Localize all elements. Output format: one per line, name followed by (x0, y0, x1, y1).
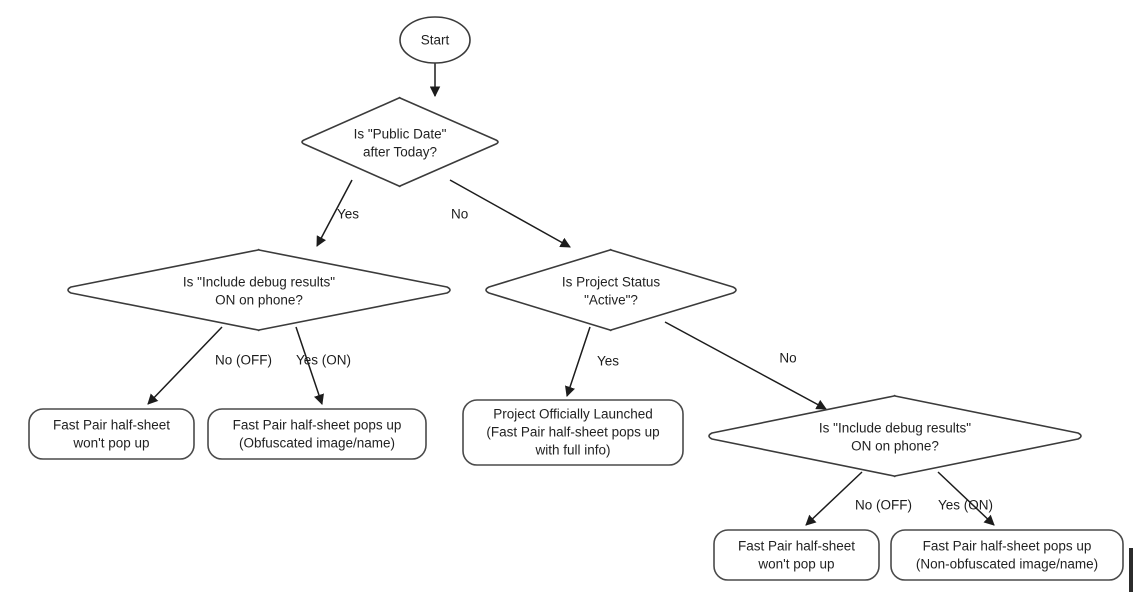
edge-label-no-project-status: No (779, 351, 796, 366)
terminal-officially-launched-line3: with full info) (534, 443, 610, 458)
decision-project-status-line1: Is Project Status (562, 275, 661, 290)
node-decision-debug-left[interactable]: Is "Include debug results" ON on phone? (67, 248, 451, 332)
node-decision-project-status[interactable]: Is Project Status "Active"? (485, 248, 737, 332)
start-ellipse-shape (399, 16, 471, 64)
terminal-obfuscated-shape (207, 408, 427, 460)
edge-debug-right-no-off (805, 471, 863, 526)
start-label: Start (421, 33, 450, 48)
edge-label-no-public-date: No (451, 207, 468, 222)
edge-project-status-no (664, 321, 827, 410)
decision-public-date-line1: Is "Public Date" (354, 127, 447, 142)
edge-label-no-off-right: No (OFF) (855, 498, 912, 513)
edges-layer (147, 63, 995, 526)
edge-debug-right-yes-on (937, 471, 995, 526)
terminal-non-obfuscated-line1: Fast Pair half-sheet pops up (923, 539, 1092, 554)
decision-debug-left-line2: ON on phone? (215, 293, 303, 308)
node-terminal-obfuscated[interactable]: Fast Pair half-sheet pops up (Obfuscated… (207, 408, 427, 460)
edge-label-yes-project-status: Yes (597, 354, 619, 369)
decision-public-date-shape (301, 96, 499, 188)
edge-public-date-yes (316, 179, 353, 247)
edge-label-yes-on-left: Yes (ON) (296, 353, 351, 368)
edge-label-yes-on-right: Yes (ON) (938, 498, 993, 513)
decision-debug-left-line1: Is "Include debug results" (183, 275, 335, 290)
decision-debug-right-shape (708, 394, 1082, 478)
edge-label-yes-public-date: Yes (337, 207, 359, 222)
node-terminal-non-obfuscated[interactable]: Fast Pair half-sheet pops up (Non-obfusc… (890, 529, 1124, 581)
terminal-wont-pop-up-left-shape (28, 408, 195, 460)
edge-debug-left-no-off (147, 326, 223, 405)
terminal-non-obfuscated-line2: (Non-obfuscated image/name) (916, 557, 1098, 572)
decision-public-date-line2: after Today? (363, 145, 437, 160)
terminal-obfuscated-line2: (Obfuscated image/name) (239, 436, 395, 451)
decision-project-status-shape (485, 248, 737, 332)
terminal-obfuscated-line1: Fast Pair half-sheet pops up (233, 418, 402, 433)
terminal-wont-pop-up-right-shape (713, 529, 880, 581)
terminal-wont-pop-up-right-line1: Fast Pair half-sheet (738, 539, 855, 554)
decision-debug-right-line2: ON on phone? (851, 439, 939, 454)
terminal-non-obfuscated-shape (890, 529, 1124, 581)
decision-project-status-line2: "Active"? (584, 293, 638, 308)
terminal-officially-launched-line1: Project Officially Launched (493, 407, 653, 422)
node-decision-debug-right[interactable]: Is "Include debug results" ON on phone? (708, 394, 1082, 478)
terminal-officially-launched-line2: (Fast Pair half-sheet pops up (486, 425, 659, 440)
node-terminal-wont-pop-up-right[interactable]: Fast Pair half-sheet won't pop up (713, 529, 880, 581)
node-decision-public-date[interactable]: Is "Public Date" after Today? (301, 96, 499, 188)
terminal-wont-pop-up-left-line2: won't pop up (72, 436, 149, 451)
decision-debug-right-line1: Is "Include debug results" (819, 421, 971, 436)
right-edge-artifact (1129, 548, 1133, 592)
edge-public-date-no (449, 179, 571, 248)
edge-label-no-off-left: No (OFF) (215, 353, 272, 368)
node-terminal-officially-launched[interactable]: Project Officially Launched (Fast Pair h… (462, 399, 684, 466)
edge-debug-left-yes-on (295, 326, 324, 405)
terminal-wont-pop-up-left-line1: Fast Pair half-sheet (53, 418, 170, 433)
edge-project-status-yes (565, 326, 591, 397)
nodes-layer: Start Is "Public Date" after Today? Is "… (28, 16, 1124, 581)
terminal-officially-launched-shape (462, 399, 684, 466)
terminal-wont-pop-up-right-line2: won't pop up (757, 557, 834, 572)
node-terminal-wont-pop-up-left[interactable]: Fast Pair half-sheet won't pop up (28, 408, 195, 460)
node-start[interactable]: Start (399, 16, 471, 64)
edge-labels-layer: Yes No No (OFF) Yes (ON) Yes No No (OFF)… (215, 207, 993, 513)
decision-debug-left-shape (67, 248, 451, 332)
